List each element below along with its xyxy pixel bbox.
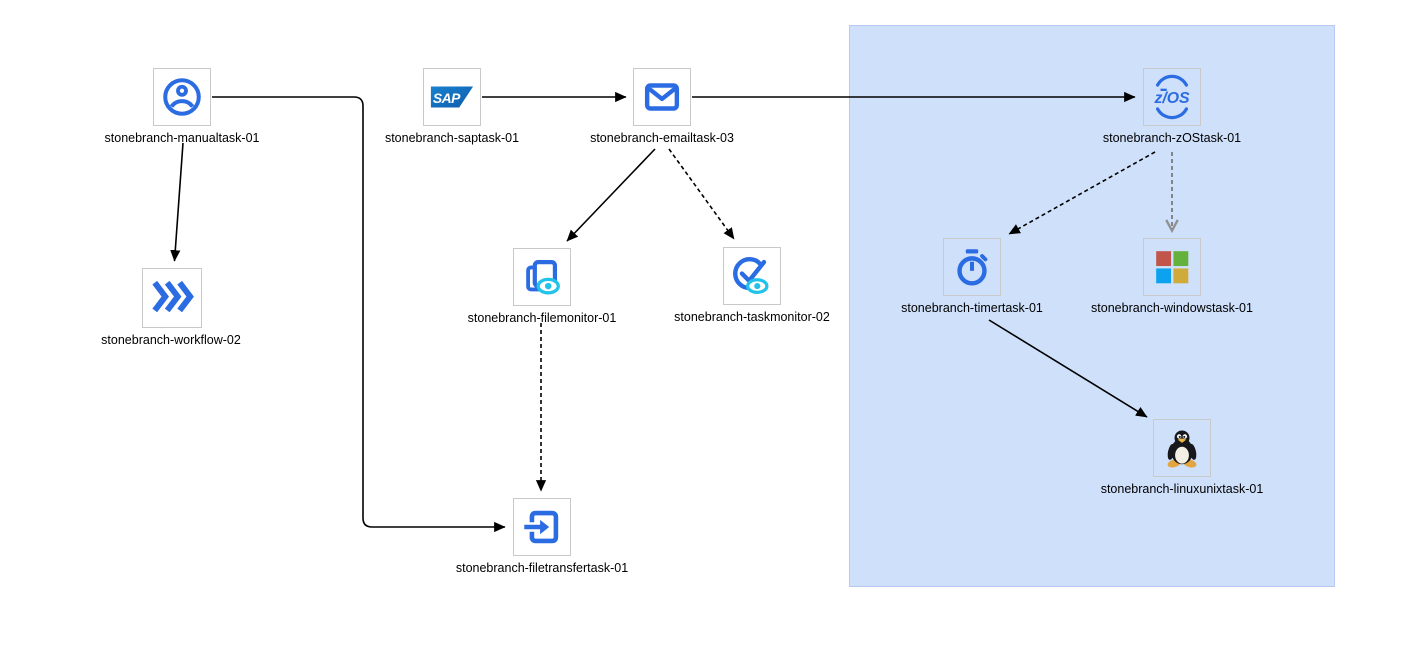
edge-manualtask-workflow[interactable] xyxy=(170,142,184,262)
node-filetransfertask[interactable]: stonebranch-filetransfertask-01 xyxy=(456,498,628,575)
node-linuxunixtask[interactable]: stonebranch-linuxunixtask-01 xyxy=(1101,419,1263,496)
node-windowstask[interactable]: stonebranch-windowstask-01 xyxy=(1091,238,1253,315)
windows-squares-icon xyxy=(1156,251,1189,284)
node-taskmonitor[interactable]: stonebranch-taskmonitor-02 xyxy=(674,247,830,324)
node-workflow[interactable]: stonebranch-workflow-02 xyxy=(101,268,241,347)
sap-logo-icon[interactable]: SAP xyxy=(423,68,481,126)
stopwatch-icon xyxy=(957,249,988,286)
node-timertask[interactable]: stonebranch-timertask-01 xyxy=(901,238,1043,315)
node-label: stonebranch-workflow-02 xyxy=(101,333,241,347)
node-label: stonebranch-filemonitor-01 xyxy=(467,311,617,325)
edge-manualtask-filetransfertask[interactable] xyxy=(212,96,506,533)
node-label: stonebranch-timertask-01 xyxy=(901,301,1043,315)
email-envelope-icon[interactable] xyxy=(633,68,691,126)
node-zostask[interactable]: z/OS stonebranch-zOStask-01 xyxy=(1103,68,1241,145)
windows-logo-icon[interactable] xyxy=(1143,238,1201,296)
file-eye-icon xyxy=(526,260,560,295)
edge-timertask-linuxunixtask[interactable] xyxy=(988,319,1148,418)
timer-stopwatch-icon[interactable] xyxy=(943,238,1001,296)
zos-text-icon: z/OS xyxy=(1153,74,1190,120)
node-label: stonebranch-manualtask-01 xyxy=(104,131,260,145)
workflow-chevrons-icon[interactable] xyxy=(142,268,202,328)
file-monitor-eye-icon[interactable] xyxy=(513,248,571,306)
svg-text:z/OS: z/OS xyxy=(1153,90,1190,107)
node-label: stonebranch-linuxunixtask-01 xyxy=(1100,482,1264,496)
edge-emailtask-filemonitor[interactable] xyxy=(566,148,656,242)
node-label: stonebranch-filetransfertask-01 xyxy=(455,561,629,575)
node-label: stonebranch-saptask-01 xyxy=(384,131,520,145)
node-label: stonebranch-emailtask-03 xyxy=(590,131,734,145)
envelope-icon xyxy=(644,83,680,111)
node-label: stonebranch-windowstask-01 xyxy=(1091,301,1253,315)
import-arrow-icon xyxy=(524,510,559,544)
tux-penguin-icon xyxy=(1167,430,1197,468)
linux-tux-icon[interactable] xyxy=(1153,419,1211,477)
node-manualtask[interactable]: stonebranch-manualtask-01 xyxy=(105,68,259,145)
user-circle-icon xyxy=(163,78,201,116)
manual-task-user-icon[interactable] xyxy=(153,68,211,126)
check-circle-eye-icon xyxy=(733,257,769,295)
edge-emailtask-taskmonitor[interactable] xyxy=(668,148,735,240)
node-emailtask[interactable]: stonebranch-emailtask-03 xyxy=(590,68,734,145)
node-saptask[interactable]: SAP stonebranch-saptask-01 xyxy=(385,68,519,145)
edge-zostask-timertask[interactable] xyxy=(1008,151,1156,235)
sap-icon: SAP xyxy=(430,86,474,108)
svg-text:SAP: SAP xyxy=(433,90,461,106)
zos-icon[interactable]: z/OS xyxy=(1143,68,1201,126)
node-label: stonebranch-taskmonitor-02 xyxy=(674,310,830,324)
node-filemonitor[interactable]: stonebranch-filemonitor-01 xyxy=(468,248,616,325)
task-monitor-check-eye-icon[interactable] xyxy=(723,247,781,305)
file-transfer-icon[interactable] xyxy=(513,498,571,556)
highlight-region[interactable] xyxy=(849,25,1335,587)
triple-chevron-icon xyxy=(152,280,194,313)
node-label: stonebranch-zOStask-01 xyxy=(1102,131,1242,145)
